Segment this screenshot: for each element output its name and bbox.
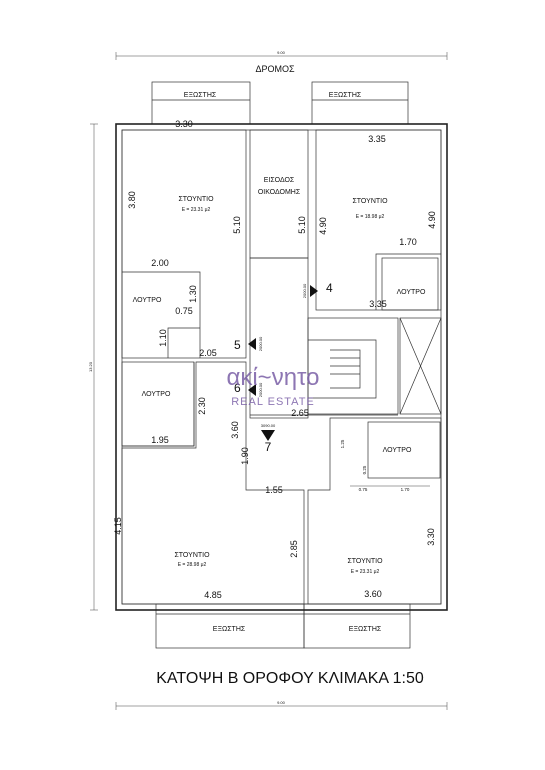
dim-ml-right: 2.30 [197,397,207,415]
dim-br-right: 3.30 [426,528,436,546]
dim-tr-right: 4.90 [427,211,437,229]
entrance-line-2: ΟΙΚΟΔΟΜΗΣ [258,189,301,196]
balcony-label: ΕΞΩΣΤΗΣ [213,626,246,633]
unit-number: 4 [326,281,333,295]
bathroom-label: ΛΟΥΤΡΟ [133,297,162,304]
unit-marker-4: 4 2000.00 [302,281,333,298]
bathroom-middle-left: ΛΟΥΤΡΟ [121,361,195,447]
unit-marker-7: 7 3090.00 [261,423,276,454]
dim-tl-bath-v: 1.30 [188,285,198,303]
measurements: 3.30 3.80 5.10 2.00 1.30 0.75 1.10 2.05 … [113,119,437,600]
dim-bl-right: 2.85 [289,540,299,558]
studio-label: ΣΤΟΥΝΤΙΟ [178,196,214,203]
bathroom-label: ΛΟΥΤΡΟ [383,447,412,454]
balcony-label: ΕΞΩΣΤΗΣ [349,626,382,633]
watermark-logo: ακί~νητο REAL ESTATE [226,364,319,408]
studio-area: E = 23.31 μ2 [182,207,211,213]
unit-marker-6: 6 2000.00 [234,381,263,397]
studio-bottom-right: ΣΤΟΥΝΤΙΟ E = 23.31 μ2 ΛΟΥΤΡΟ [307,417,442,605]
bathroom-label: ΛΟΥΤΡΟ [397,289,426,296]
bottom-dimension-line: 9.00 [115,700,448,710]
studio-area: E = 18.98 μ2 [356,214,385,220]
dim-ml-bottom: 1.95 [151,435,169,445]
unit-number: 6 [234,381,241,395]
stair-tag: 2000.00 [302,283,307,298]
top-dimension: 9.00 [277,50,286,55]
left-dimension-line: 13.20 [88,123,98,611]
balcony-top-right: ΕΞΩΣΤΗΣ [311,81,409,125]
building-entrance: ΕΙΣΟΔΟΣ ΟΙΚΟΔΟΜΗΣ [249,129,309,259]
dim-bl-inner: 1.55 [265,485,283,495]
dim-tr-left: 4.90 [318,217,328,235]
stair-tag: 2000.00 [258,336,263,351]
dim-tr-top: 3.35 [368,134,386,144]
dim-bl-left: 4.15 [113,517,123,535]
building-outline [115,123,448,611]
dim-tl-top: 3.30 [175,119,193,129]
studio-area: E = 28.98 μ2 [178,562,207,568]
street-label: ΔΡΟΜΟΣ [255,64,295,74]
studio-label: ΣΤΟΥΝΤΙΟ [352,198,388,205]
bottom-dimension: 9.00 [277,700,286,705]
dim-tl-left: 3.80 [127,191,137,209]
balcony-top-left: ΕΞΩΣΤΗΣ [151,81,251,125]
dim-br-small: 0.25 [362,465,367,474]
top-dimension-line: 9.00 [115,50,448,60]
stair-tag: 3090.00 [261,423,276,428]
dim-mid: 2.65 [291,408,309,418]
unit-marker-5: 5 2000.00 [234,336,263,352]
dim-tr-bottom: 3.35 [369,299,387,309]
balcony-label: ΕΞΩΣΤΗΣ [329,92,362,99]
dim-tl-bath-h: 0.75 [175,306,193,316]
dim-tr-inner: 1.70 [399,237,417,247]
studio-bottom-left: ΣΤΟΥΝΤΙΟ E = 28.98 μ2 [121,361,305,605]
studio-top-right: ΣΤΟΥΝΤΙΟ E = 18.98 μ2 ΛΟΥΤΡΟ [315,129,442,311]
studio-top-left: ΣΤΟΥΝΤΙΟ E = 23.31 μ2 ΛΟΥΤΡΟ [121,129,247,359]
dim-br-bath-v: 1.25 [340,439,345,448]
dim-entrance-right: 5.10 [297,216,307,234]
dim-tl-inner: 2.00 [151,258,169,268]
dim-tl-bottom: 2.05 [199,348,217,358]
dim-br-bottom: 3.60 [364,589,382,599]
studio-area: E = 23.31 μ2 [351,569,380,575]
staircase [307,317,399,415]
unit-number: 5 [234,338,241,352]
stair-tag: 2000.00 [258,382,263,397]
dim-tl-right: 5.10 [232,216,242,234]
plan-title: ΚΑΤΟΨΗ Β ΟΡΟΦΟΥ ΚΛΙΜΑΚΑ 1:50 [156,670,424,687]
elevator-shaft [399,317,442,415]
left-dimension: 13.20 [88,361,93,372]
logo-sub: REAL ESTATE [231,396,315,408]
dim-bl-bottom: 4.85 [204,590,222,600]
dim-bl-v2: 1.90 [240,447,250,465]
studio-label: ΣΤΟΥΝΤΙΟ [347,558,383,565]
dim-tl-bath-v2: 1.10 [158,329,168,347]
unit-number: 7 [265,440,272,454]
entrance-line-1: ΕΙΣΟΔΟΣ [264,177,295,184]
studio-label: ΣΤΟΥΝΤΙΟ [174,552,210,559]
bathroom-label: ΛΟΥΤΡΟ [142,391,171,398]
balcony-label: ΕΞΩΣΤΗΣ [184,92,217,99]
logo-main: ακί~νητο [226,364,319,391]
dim-br-w2: 1.70 [401,487,410,492]
dim-br-w1: 0.75 [359,487,368,492]
dim-bl-v1: 3.60 [230,421,240,439]
